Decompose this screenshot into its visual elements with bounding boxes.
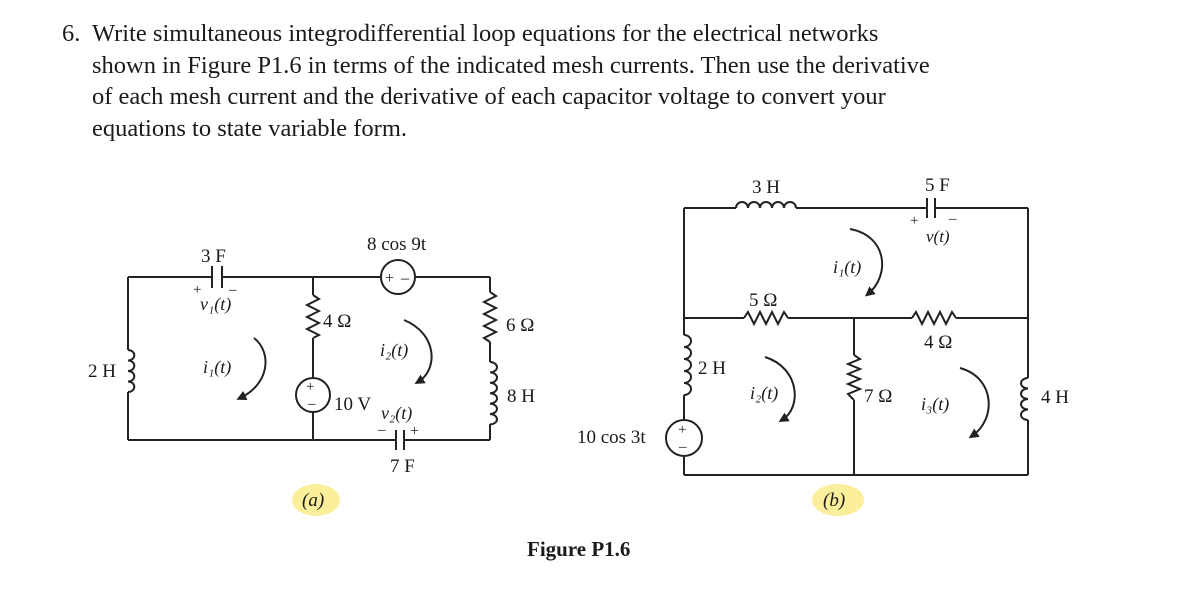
mesh-current-b-3: i₃(t) bbox=[921, 394, 949, 415]
dc-source-10v-label: 10 V bbox=[334, 394, 371, 415]
resistor-7-ohm-label: 7 Ω bbox=[864, 386, 892, 407]
ac-source-b-minus: – bbox=[678, 439, 687, 455]
mesh-arrow-a-2 bbox=[403, 319, 433, 385]
ac-source-10cos3t bbox=[665, 419, 703, 457]
capacitor-3f-minus: – bbox=[228, 282, 237, 298]
ac-source-10cos3t-label: 10 cos 3t bbox=[577, 427, 646, 448]
inductor-8h bbox=[489, 361, 498, 426]
capacitor-5f bbox=[920, 198, 942, 218]
inductor-2h-b bbox=[683, 334, 692, 396]
highlight-b bbox=[812, 484, 864, 516]
resistor-4-ohm-b-label: 4 Ω bbox=[924, 332, 952, 353]
mesh-arrow-b-3 bbox=[959, 367, 990, 439]
highlight-a bbox=[292, 484, 340, 516]
capacitor-7f-label: 7 F bbox=[390, 456, 415, 477]
ac-source-plus: + bbox=[385, 270, 394, 287]
inductor-2h-a-label: 2 H bbox=[88, 361, 116, 382]
capacitor-7f-plus: + bbox=[410, 423, 419, 440]
capacitor-3f-plus: + bbox=[193, 282, 201, 298]
circuit-a: 2 H 3 F + – v₁(t) i₁(t) 4 Ω + – 10 V + –… bbox=[88, 234, 535, 516]
resistor-7-ohm bbox=[845, 354, 863, 401]
circuit-b-label: (b) bbox=[823, 490, 845, 511]
resistor-5-ohm bbox=[743, 309, 789, 327]
capacitor-5f-minus: – bbox=[948, 211, 957, 227]
circuit-b-wires bbox=[683, 207, 1029, 476]
dc-source-plus: + bbox=[306, 379, 314, 395]
capacitor-3f-label: 3 F bbox=[201, 246, 226, 267]
inductor-3h-label: 3 H bbox=[752, 177, 780, 198]
circuit-b: 2 H + – 10 cos 3t 3 H 5 F + – v(t) i₁(t)… bbox=[577, 175, 1069, 516]
inductor-8h-label: 8 H bbox=[507, 386, 535, 407]
mesh-arrow-a-1 bbox=[236, 337, 267, 400]
mesh-arrow-b-2 bbox=[764, 356, 796, 423]
capacitor-3f bbox=[196, 266, 238, 288]
capacitor-7f-voltage: v₂(t) bbox=[381, 403, 412, 424]
mesh-arrow-b-1 bbox=[849, 228, 883, 297]
capacitor-3f-voltage: v₁(t) bbox=[200, 294, 231, 315]
ac-source-8cos9t-label: 8 cos 9t bbox=[367, 234, 427, 255]
figure-caption: Figure P1.6 bbox=[527, 537, 630, 561]
inductor-3h bbox=[735, 201, 797, 209]
inductor-2h-b-label: 2 H bbox=[698, 358, 726, 379]
resistor-6-ohm-label: 6 Ω bbox=[506, 315, 534, 336]
capacitor-5f-plus: + bbox=[910, 213, 918, 229]
capacitor-7f-minus: – bbox=[377, 422, 386, 438]
problem-text: Write simultaneous integrodifferential l… bbox=[92, 20, 930, 142]
resistor-4-ohm-a-label: 4 Ω bbox=[323, 311, 351, 332]
capacitor-5f-voltage: v(t) bbox=[926, 227, 950, 246]
mesh-current-a-2: i₂(t) bbox=[380, 340, 408, 361]
inductor-4h bbox=[1020, 377, 1029, 421]
problem-statement: 6. Write simultaneous integrodifferentia… bbox=[62, 18, 942, 144]
dc-source-10v bbox=[295, 377, 331, 413]
mesh-current-a-1: i₁(t) bbox=[203, 357, 231, 378]
resistor-4-ohm-b bbox=[911, 309, 957, 327]
dc-source-minus: – bbox=[307, 396, 316, 412]
capacitor-5f-label: 5 F bbox=[925, 175, 950, 196]
ac-source-b-plus: + bbox=[678, 422, 686, 438]
resistor-6-ohm bbox=[481, 291, 499, 343]
problem-number: 6. bbox=[62, 20, 81, 47]
circuit-a-label: (a) bbox=[302, 490, 324, 511]
ac-source-8cos9t bbox=[380, 259, 416, 295]
mesh-current-b-2: i₂(t) bbox=[750, 383, 778, 404]
circuit-a-wires bbox=[127, 276, 491, 441]
resistor-5-ohm-label: 5 Ω bbox=[749, 290, 777, 311]
capacitor-7f bbox=[392, 430, 406, 450]
resistor-4-ohm-a bbox=[304, 294, 322, 339]
mesh-current-b-1: i₁(t) bbox=[833, 257, 861, 278]
inductor-2h-a bbox=[127, 349, 136, 393]
inductor-4h-label: 4 H bbox=[1041, 387, 1069, 408]
ac-source-minus: – bbox=[400, 270, 410, 287]
